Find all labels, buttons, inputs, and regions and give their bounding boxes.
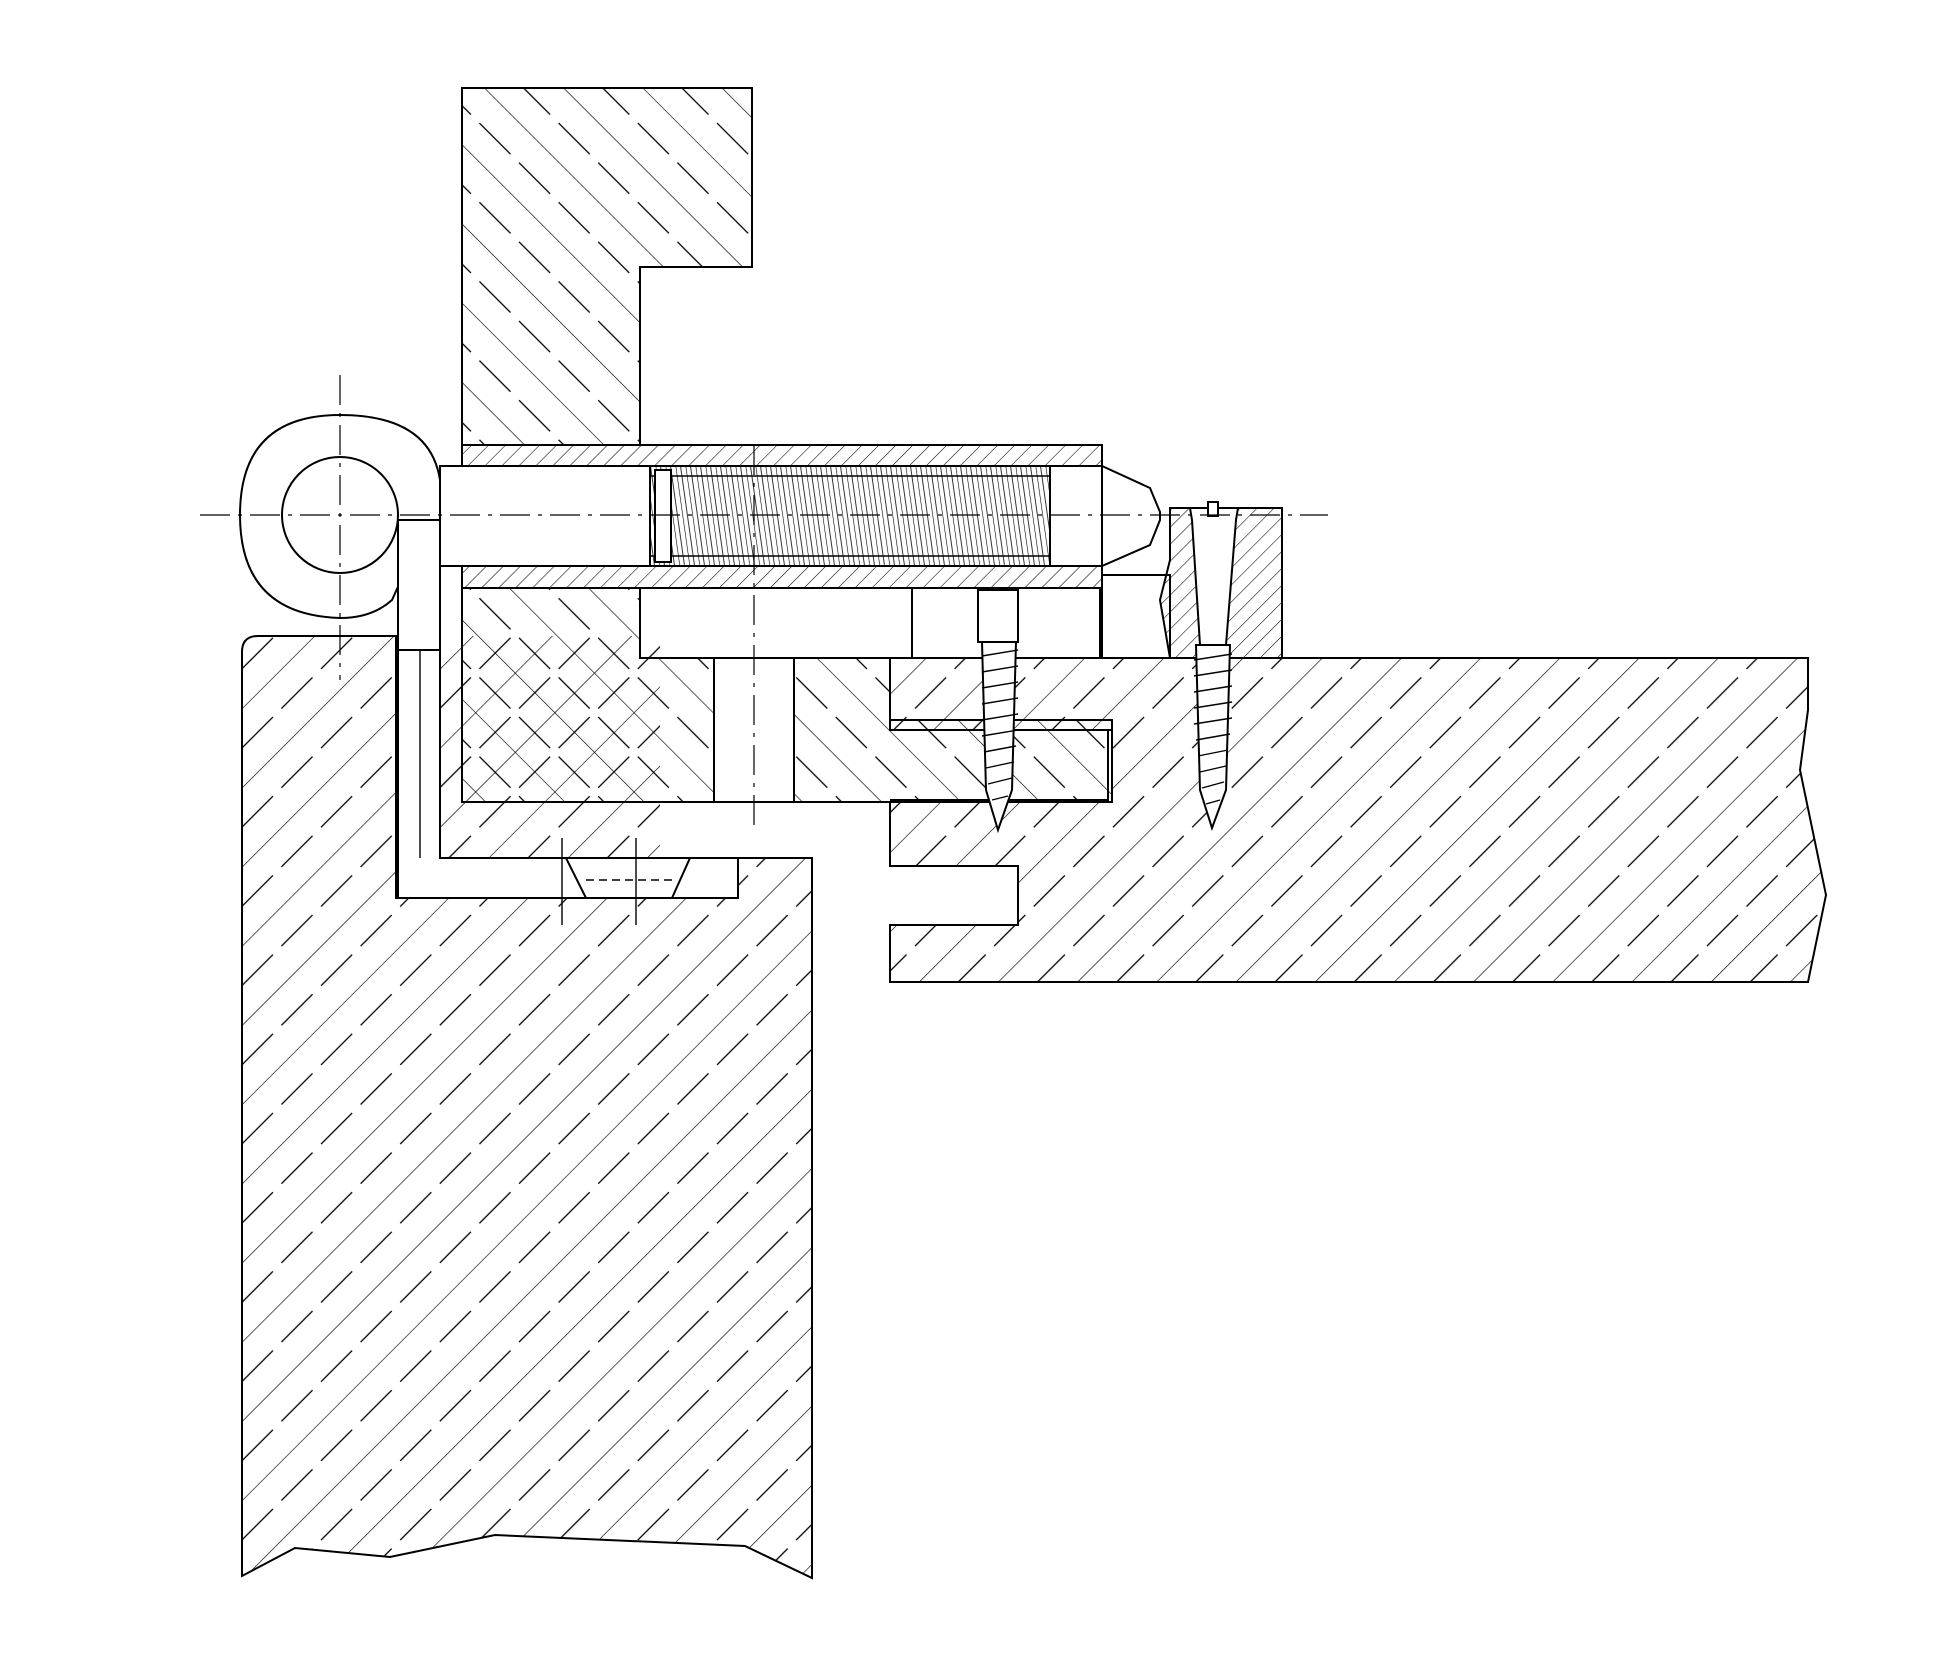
- countersunk-screw: [561, 838, 692, 925]
- frame-upper-block: [461, 87, 753, 446]
- wood-screw-right: [1188, 501, 1240, 832]
- bolt-sleeve: [461, 444, 1103, 589]
- hinge-pin: [439, 465, 651, 567]
- threaded-rod: [649, 465, 1051, 567]
- l-bracket: [397, 519, 739, 899]
- wall-panel: [889, 657, 1828, 983]
- center-lines: [200, 375, 1328, 830]
- wood-screw-left: [977, 589, 1019, 834]
